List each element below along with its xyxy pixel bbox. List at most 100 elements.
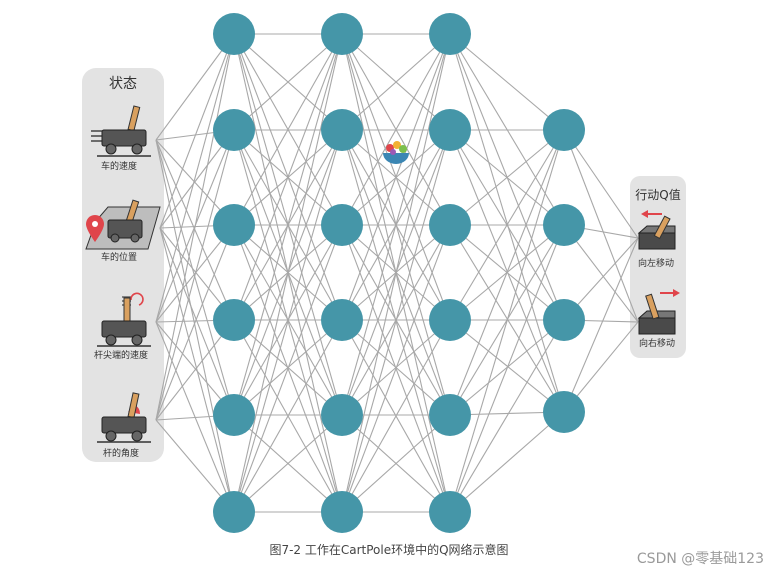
state-item-label: 杆的角度: [103, 447, 139, 459]
network-edge: [233, 319, 343, 513]
cart-icon: [97, 392, 151, 443]
network-node-layer-1: [213, 491, 255, 533]
network-node-layer-3: [429, 109, 471, 151]
network-node-layer-2: [321, 491, 363, 533]
output-edge: [563, 129, 639, 239]
network-edge: [341, 319, 451, 513]
rotation-arrow-icon: [130, 292, 144, 306]
state-item-label: 车的速度: [101, 160, 137, 172]
location-pin-icon: [86, 215, 104, 242]
input-edge: [159, 33, 235, 229]
input-edge: [155, 139, 235, 513]
state-item-cart-velocity: 车的速度: [91, 105, 151, 172]
state-item-cart-position: 车的位置: [85, 199, 161, 263]
state-item-pole-angle: 杆的角度: [97, 392, 151, 459]
network-node-layer-4: [543, 109, 585, 151]
network-node-layer-1: [213, 13, 255, 55]
network-node-layer-2: [321, 13, 363, 55]
network-edges: [233, 33, 565, 513]
network-edge: [449, 319, 565, 413]
network-edge: [449, 33, 565, 131]
network-edge: [233, 33, 343, 513]
cart-icon: [97, 105, 151, 157]
output-edges: [563, 129, 639, 413]
network-edge: [233, 224, 343, 513]
network-node-layer-1: [213, 394, 255, 436]
action-item-label: 向右移动: [639, 337, 675, 349]
network-edge: [341, 33, 451, 513]
bowl-icon: [383, 141, 409, 164]
input-edge: [155, 139, 235, 321]
action-item-label: 向左移动: [638, 257, 674, 269]
input-edge: [155, 319, 235, 421]
input-edge: [155, 129, 235, 421]
network-edge: [341, 33, 451, 226]
network-node-layer-2: [321, 204, 363, 246]
state-item-label: 杆尖端的速度: [94, 349, 148, 361]
network-edge: [449, 224, 565, 413]
network-node-layer-4: [543, 204, 585, 246]
action-item-move-right: 向右移动: [637, 289, 680, 349]
network-node-layer-4: [543, 299, 585, 341]
state-item-label: 车的位置: [101, 251, 137, 263]
output-edge: [563, 237, 639, 413]
input-edge: [155, 33, 235, 421]
watermark: CSDN @零基础123: [636, 551, 764, 567]
input-edge: [155, 33, 235, 141]
network-node-layer-3: [429, 491, 471, 533]
network-edge: [449, 319, 565, 513]
network-node-layer-3: [429, 299, 471, 341]
output-edge: [563, 129, 639, 323]
cart-icon: [637, 215, 676, 250]
network-node-layer-1: [213, 299, 255, 341]
action-panel-title: 行动Q值: [635, 187, 680, 202]
input-edge: [155, 224, 235, 421]
figure-caption: 图7-2 工作在CartPole环境中的Q网络示意图: [269, 543, 509, 557]
network-edge: [449, 129, 565, 416]
state-panel: [82, 68, 164, 462]
speed-lines-icon: [91, 130, 103, 142]
right-arrow-icon: [660, 289, 680, 297]
network-edge: [233, 33, 343, 226]
network-node-layer-1: [213, 204, 255, 246]
state-item-pole-tip-velocity: 杆尖端的速度: [94, 292, 151, 361]
input-edge: [155, 33, 235, 323]
left-arrow-icon: [641, 210, 662, 218]
network-edge: [341, 33, 451, 131]
network-edge: [341, 33, 451, 416]
action-item-move-left: 向左移动: [637, 210, 676, 269]
network-node-layer-2: [321, 109, 363, 151]
network-edge: [449, 129, 565, 413]
input-edge: [155, 139, 235, 416]
input-edge: [159, 227, 235, 513]
network-edge: [233, 129, 343, 513]
cart-icon: [637, 293, 676, 335]
network-node-layer-2: [321, 299, 363, 341]
network-edge: [341, 414, 451, 513]
network-edge: [233, 33, 343, 321]
input-edge: [159, 227, 235, 416]
state-panel-title: 状态: [109, 76, 137, 92]
network-edge: [449, 129, 565, 321]
network-edge: [341, 33, 451, 321]
network-edge: [449, 33, 565, 413]
network-node-layer-2: [321, 394, 363, 436]
network-node-layer-3: [429, 394, 471, 436]
network-node-layer-3: [429, 204, 471, 246]
network-edge: [233, 33, 343, 131]
cart-icon: [97, 297, 151, 347]
network-edge: [341, 129, 451, 513]
network-edge: [449, 129, 565, 513]
network-nodes: [213, 13, 585, 533]
network-edge: [233, 414, 343, 513]
network-edge: [449, 129, 565, 226]
network-node-layer-3: [429, 13, 471, 55]
network-node-layer-1: [213, 109, 255, 151]
network-edge: [449, 411, 565, 513]
network-edge: [449, 224, 565, 513]
network-edge: [341, 224, 451, 513]
input-edges: [155, 33, 235, 513]
cart-icon: [107, 199, 143, 243]
network-node-layer-4: [543, 391, 585, 433]
